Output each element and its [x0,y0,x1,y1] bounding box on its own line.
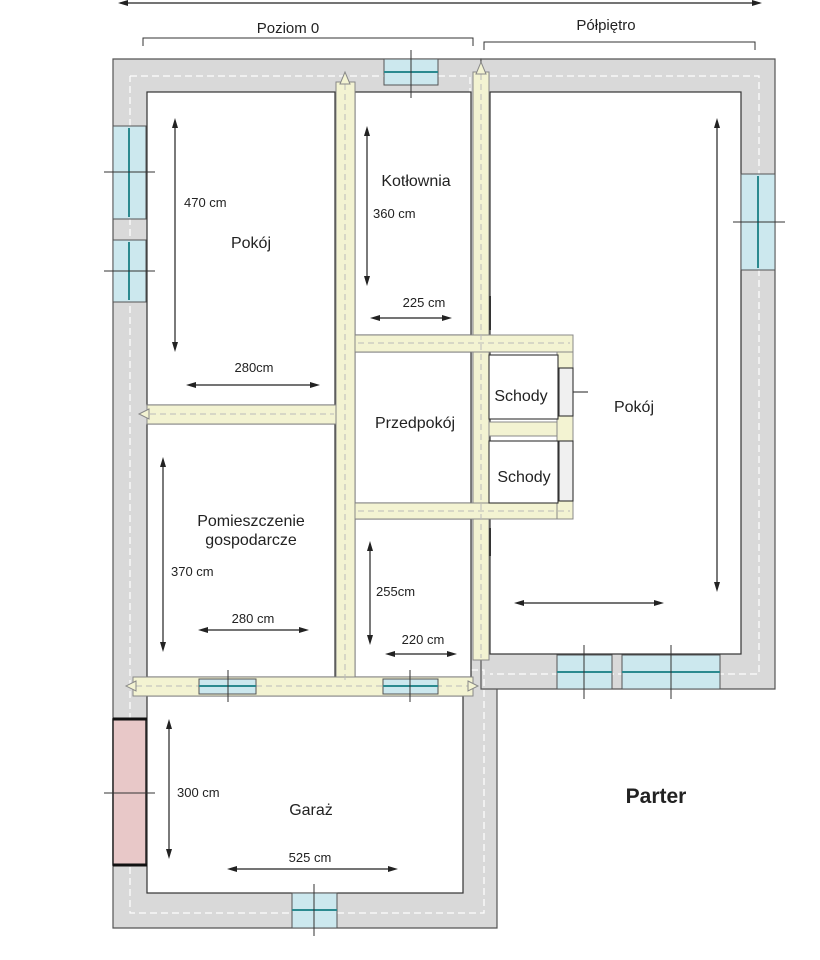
room-label-schody-lower: Schody [497,469,550,486]
halffloor-bracket [483,41,756,50]
stairs-upper [488,354,559,420]
overall-dimension-arrow [118,0,762,6]
room-label-garaz: Garaż [289,802,333,819]
dim-label-pokoj-left-height: 470 cm [184,195,227,210]
room-label-przedpokoj: Przedpokój [375,415,455,432]
window-ticks [104,50,785,936]
dim-label-pokoj-left-width: 280cm [234,360,273,375]
dim-label-kotlownia-height: 360 cm [373,206,416,221]
room-pokoj-left [146,91,336,406]
dim-label-garaz-width: 525 cm [289,850,332,865]
room-label-pomieszczenie-line2: gospodarcze [205,532,297,549]
room-label-schody-upper: Schody [494,388,547,405]
room-small [354,518,472,678]
partition-dashes [136,74,570,687]
dim-label-pomieszczenie-width: 280 cm [232,611,275,626]
dim-label-small-room-height: 255cm [376,584,415,599]
partition-arrowheads [124,60,487,692]
level0-bracket [142,37,474,46]
stairs-lower [488,440,559,504]
section-label-level0: Poziom 0 [257,20,320,37]
room-przedpokoj [354,351,472,504]
dim-label-pomieszczenie-height: 370 cm [171,564,214,579]
floor-title: Parter [626,785,687,808]
dim-label-small-room-width: 220 cm [402,632,445,647]
room-label-pokoj-left: Pokój [231,235,271,252]
dim-label-garaz-height: 300 cm [177,785,220,800]
room-label-pomieszczenie-line1: Pomieszczenie [197,513,305,530]
stairs [488,354,588,504]
room-floors [146,91,742,894]
room-label-pokoj-right: Pokój [614,399,654,416]
garage-door [112,718,147,866]
dim-label-kotlownia-width: 225 cm [403,295,446,310]
section-label-halffloor: Półpiętro [576,17,635,34]
room-label-kotlownia: Kotłownia [381,173,450,190]
room-garaz [146,695,464,894]
room-kotlownia [354,91,472,336]
room-pomieszczenie [146,423,336,678]
dimension-arrows [160,118,720,872]
